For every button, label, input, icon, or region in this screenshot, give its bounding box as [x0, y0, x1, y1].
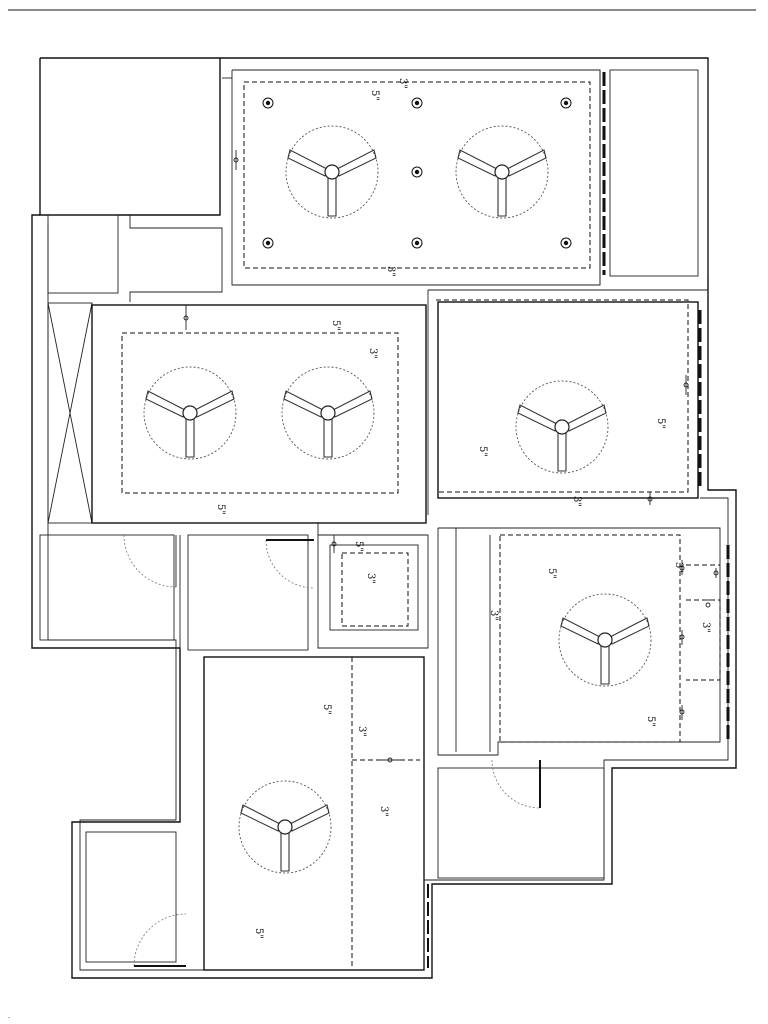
recessed-light	[411, 237, 423, 249]
fan-fan-1	[285, 125, 379, 219]
fan-fan-4	[281, 366, 375, 460]
ceiling-label: 3"	[673, 562, 684, 573]
recessed-light	[560, 237, 572, 249]
ceiling-label: 5"	[477, 446, 488, 457]
ceiling-label: 3"	[488, 610, 499, 621]
ceiling-label: 3"	[378, 806, 389, 817]
ceiling-label: 5"	[546, 568, 557, 579]
corner-mark: ·	[8, 1014, 10, 1022]
fan-fan-5	[515, 380, 609, 474]
ceiling-label: 3"	[365, 573, 376, 584]
ceiling-label: 5"	[645, 716, 656, 727]
door-swing	[123, 534, 177, 588]
dimension-ticks	[183, 150, 719, 763]
recessed-light	[262, 237, 274, 249]
ceiling-label: 5"	[655, 418, 666, 429]
ceiling-label: 5"	[215, 504, 226, 515]
ceiling-label: 3"	[700, 622, 711, 633]
door-swing	[491, 759, 541, 809]
recessed-light	[560, 97, 572, 109]
ceiling-label: 5"	[253, 928, 264, 939]
ceiling-label: 3"	[367, 348, 378, 359]
fan-fan-3	[143, 366, 237, 460]
fan-fan-7	[238, 780, 332, 874]
ceiling-label: 3"	[356, 726, 367, 737]
ceiling-label: 5"	[321, 704, 332, 715]
interior-walls	[39, 60, 721, 971]
door-swing	[265, 539, 315, 589]
ceiling-label: 3"	[385, 266, 396, 277]
ceiling-label: 5"	[353, 541, 364, 552]
ceiling-label: 5"	[330, 320, 341, 331]
door-swing	[133, 913, 187, 967]
window-lines	[427, 72, 730, 968]
ceiling-label: 3"	[571, 496, 582, 507]
outer-walls	[31, 57, 737, 979]
recessed-light	[411, 166, 423, 178]
fan-fan-6	[558, 593, 652, 687]
fan-fan-2	[455, 125, 549, 219]
ceiling-label: 3"	[397, 78, 408, 89]
recessed-light	[262, 97, 274, 109]
ceiling-label: 5"	[369, 90, 380, 101]
recessed-light	[411, 97, 423, 109]
